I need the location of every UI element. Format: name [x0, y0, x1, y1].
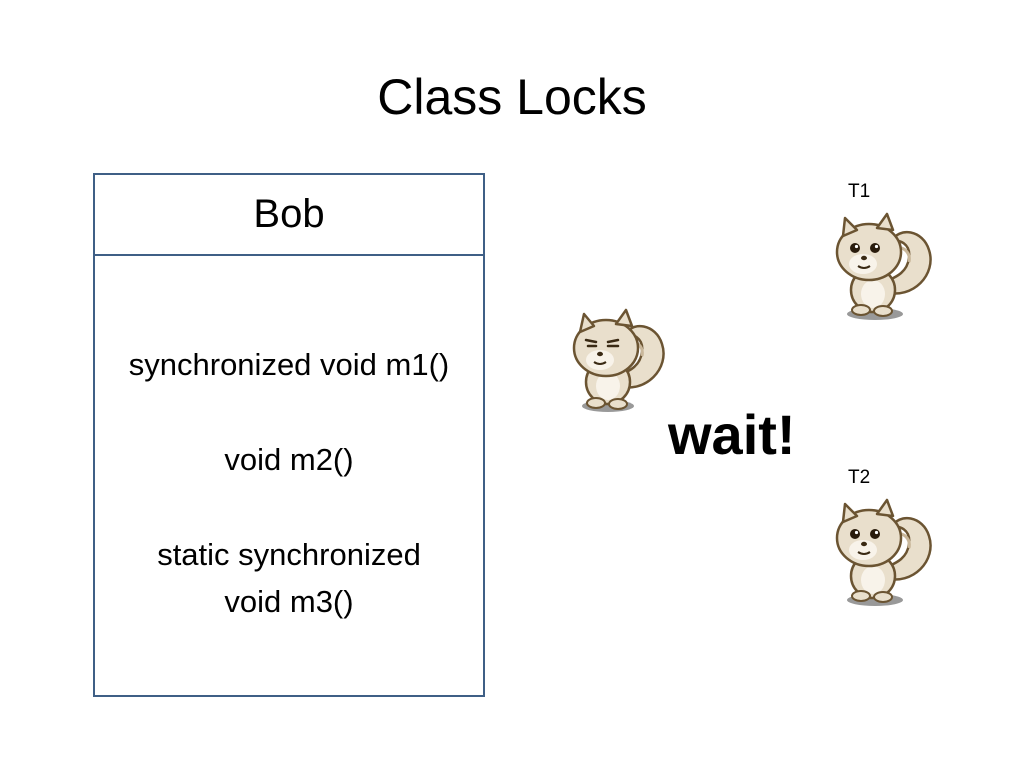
method-list: synchronized void m1() void m2() static …	[95, 341, 483, 625]
method-m3: static synchronized void m3()	[157, 537, 421, 619]
squirrel-t2-icon	[835, 498, 932, 606]
slide-title: Class Locks	[377, 69, 647, 125]
wait-label: wait!	[668, 403, 796, 466]
method-m2: void m2()	[224, 442, 354, 477]
sleeping-squirrel-icon	[572, 308, 665, 412]
method-m1: synchronized void m1()	[128, 347, 450, 382]
thread-label-t1: T1	[848, 181, 871, 202]
class-name: Bob	[95, 175, 483, 256]
class-box: Bob synchronized void m1() void m2() sta…	[93, 173, 485, 697]
squirrel-t1-icon	[835, 212, 932, 320]
thread-label-t2: T2	[848, 467, 871, 488]
